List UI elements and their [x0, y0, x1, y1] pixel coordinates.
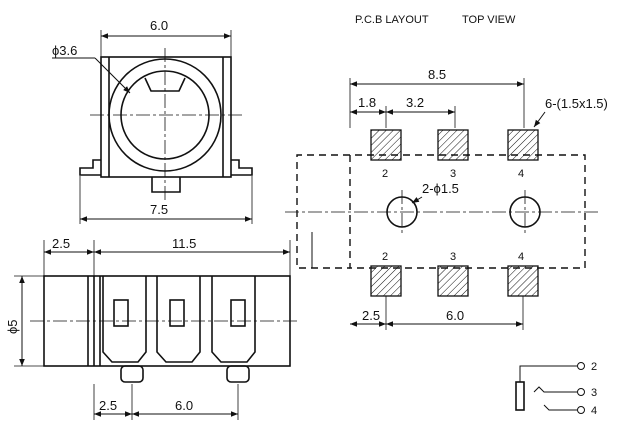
pad: [370, 129, 402, 161]
dim-width-top-label: 6.0: [150, 18, 168, 33]
front-body: [79, 48, 253, 200]
top-pin-label: 2: [382, 168, 388, 180]
top-pin-label: 4: [518, 168, 524, 180]
pcb-layout: 8.5 1.8 3.2 6-(1.5x1.5) 2: [285, 67, 608, 330]
bottom-pin-label: 3: [450, 251, 456, 263]
pad: [437, 265, 469, 297]
top-pad-row: 2 3 4: [370, 129, 539, 180]
dim-pcb-col1-label: 1.8: [358, 95, 376, 110]
schematic-pin-label: 3: [591, 387, 597, 399]
dim-side-height: ϕ5: [5, 275, 44, 367]
dim-side-left-label: 2.5: [52, 236, 70, 251]
dim-side-bottom: 2.5 6.0: [93, 384, 239, 420]
bottom-pad-row: 2 3 4: [370, 251, 539, 297]
pcb-layout-title: P.C.B LAYOUT: [355, 14, 429, 26]
schematic-pin-label: 2: [591, 361, 597, 373]
dim-pcb-bottom: 2.5 6.0: [350, 296, 524, 330]
dim-hole-dia: ϕ3.6: [52, 43, 131, 94]
dim-width-top: 6.0: [100, 18, 232, 58]
top-pin-label: 3: [450, 168, 456, 180]
pad: [437, 129, 469, 161]
hole-dia-label: 2-ϕ1.5: [422, 181, 459, 196]
top-view-title: TOP VIEW: [462, 14, 516, 26]
header: P.C.B LAYOUT TOP VIEW: [355, 14, 516, 26]
dim-side-pin-offset-label: 2.5: [99, 398, 117, 413]
dim-pcb-width-label: 8.5: [428, 67, 446, 82]
dim-width-bottom: 7.5: [79, 176, 253, 224]
mounting-holes: 2-ϕ1.5: [386, 181, 541, 234]
pad: [507, 129, 539, 161]
dim-pad-size-label: 6-(1.5x1.5): [545, 96, 608, 111]
dim-pcb-width: 8.5: [349, 67, 525, 128]
dim-side-height-label: ϕ5: [5, 319, 20, 334]
pcb-outline: [285, 154, 598, 269]
dim-side-top: 2.5 11.5: [43, 236, 291, 278]
schematic-pin-label: 4: [591, 405, 597, 417]
dim-side-pin-pitch-label: 6.0: [175, 398, 193, 413]
side-body: [30, 275, 300, 383]
dim-hole-dia-label: ϕ3.6: [52, 43, 77, 58]
dim-pcb-bottom-left-label: 2.5: [362, 308, 380, 323]
bottom-pin-label: 2: [382, 251, 388, 263]
schematic: 2 3 4: [515, 361, 597, 417]
front-view: 6.0 ϕ3.6: [52, 18, 253, 224]
dim-pcb-cols: 1.8 3.2: [350, 95, 456, 128]
dim-side-length-label: 11.5: [172, 236, 196, 251]
bottom-pin-label: 4: [518, 251, 524, 263]
dim-pcb-bottom-pitch-label: 6.0: [446, 308, 464, 323]
pad: [370, 265, 402, 297]
dim-pcb-col2-label: 3.2: [406, 95, 424, 110]
dim-pad-size: 6-(1.5x1.5): [533, 96, 608, 128]
pad: [507, 265, 539, 297]
dim-width-bottom-label: 7.5: [150, 202, 168, 217]
side-view: 2.5 11.5 ϕ5: [5, 236, 300, 420]
